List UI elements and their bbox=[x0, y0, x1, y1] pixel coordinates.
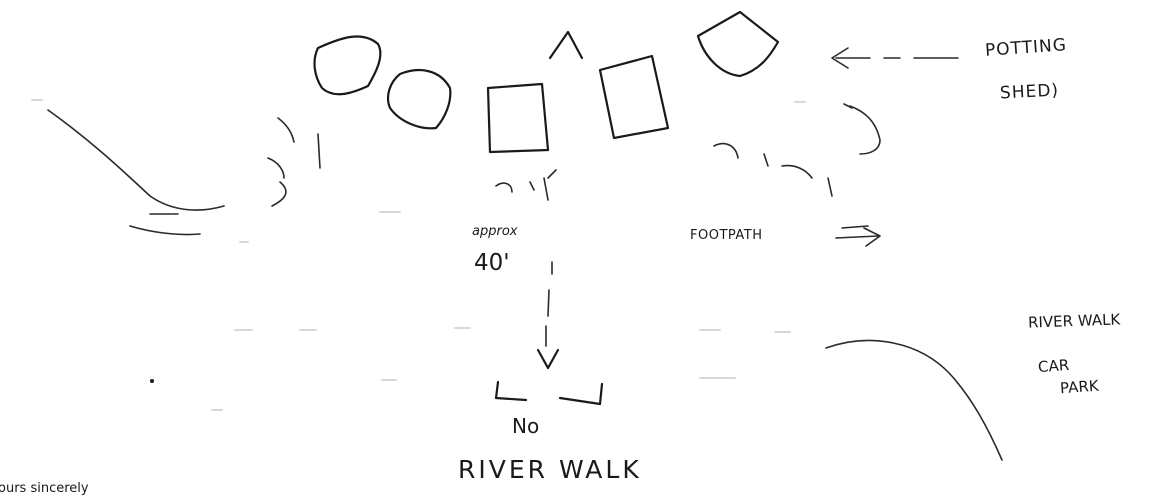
footpath-arrow-shaft bbox=[835, 235, 879, 239]
curve-j bbox=[763, 153, 769, 167]
curve-k bbox=[781, 164, 813, 179]
approx-label: approx bbox=[472, 224, 518, 239]
curve-g bbox=[543, 177, 549, 201]
shape-top-4 bbox=[598, 54, 670, 140]
shape-top-3 bbox=[486, 82, 550, 154]
curve-l bbox=[827, 177, 833, 197]
no-label: No bbox=[512, 414, 540, 438]
curve-i bbox=[713, 142, 739, 159]
curve-e bbox=[495, 182, 513, 193]
dot bbox=[150, 379, 154, 383]
curve-h bbox=[547, 169, 557, 179]
letter-fragment-text: ours sincerely bbox=[0, 481, 89, 496]
shape-top-1 bbox=[313, 35, 382, 96]
curve-m bbox=[849, 105, 881, 155]
curve-a bbox=[277, 117, 295, 143]
footpath-arrow bbox=[835, 225, 881, 247]
curve-f bbox=[529, 181, 535, 191]
car-park-line bbox=[825, 339, 1003, 461]
top-shapes bbox=[313, 10, 780, 154]
river-walk-label: RIVER WALK bbox=[458, 455, 642, 484]
car-park-curve bbox=[825, 339, 1003, 461]
curve-n bbox=[843, 103, 853, 109]
shape-top-apex bbox=[548, 30, 584, 60]
footpath-arrow-shaft-2 bbox=[841, 225, 869, 229]
car-park-label-line1: RIVER WALK bbox=[1027, 310, 1121, 332]
dimension-line bbox=[545, 261, 553, 347]
arrow-head-left bbox=[831, 47, 849, 69]
curve-c bbox=[267, 157, 285, 179]
car-park-label-line3: PARK bbox=[1059, 376, 1100, 398]
footpath-label: FOOTPATH bbox=[690, 228, 763, 243]
boundary-bracket bbox=[494, 380, 604, 406]
left-path-curve bbox=[129, 225, 201, 236]
left-path-line bbox=[47, 109, 225, 211]
car-park-label-line2: CAR bbox=[1037, 355, 1070, 377]
shape-top-2 bbox=[386, 69, 452, 130]
dimension-arrowhead bbox=[536, 348, 560, 370]
shape-top-5 bbox=[696, 10, 780, 78]
curve-b bbox=[317, 133, 321, 169]
curve-d bbox=[271, 181, 287, 207]
lower-shapes bbox=[267, 103, 881, 207]
left-path bbox=[47, 109, 225, 236]
distance-label: 40' bbox=[474, 250, 510, 276]
potting-shed-arrow bbox=[831, 47, 959, 69]
faint-scan-marks bbox=[31, 99, 806, 411]
footpath-arrow-head bbox=[863, 227, 881, 247]
distance-dimension bbox=[494, 261, 604, 406]
potting-shed-label-line2: SHED) bbox=[999, 80, 1060, 104]
